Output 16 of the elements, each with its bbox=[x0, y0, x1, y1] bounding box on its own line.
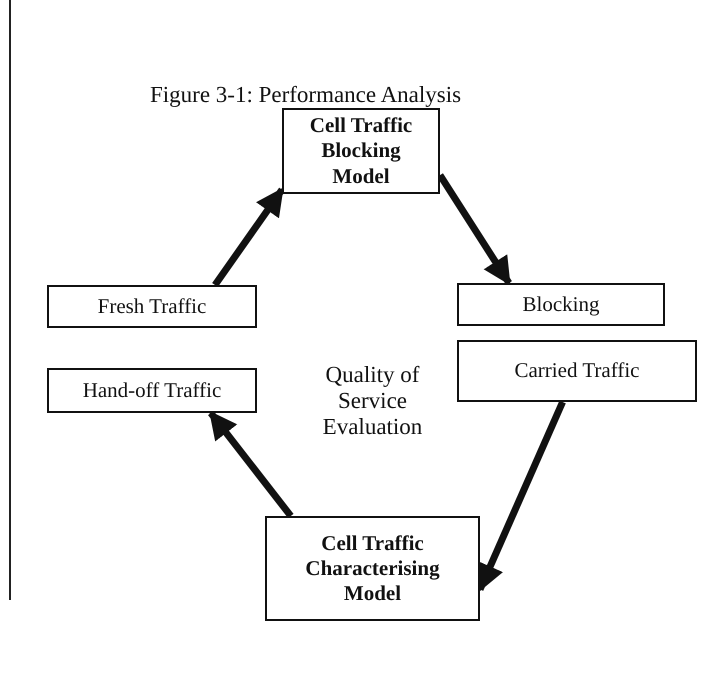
process-box bbox=[265, 516, 480, 621]
process-box bbox=[47, 285, 257, 328]
figure-title: Figure 3-1: Performance Analysis bbox=[150, 82, 462, 108]
arrow bbox=[208, 410, 294, 518]
process-box bbox=[282, 108, 440, 194]
box-text: Carried Traffic bbox=[513, 358, 640, 384]
center-label: Quality of Service Evaluation bbox=[322, 362, 424, 440]
box-text: Cell Traffic Characterising Model bbox=[304, 530, 441, 606]
process-box bbox=[47, 368, 257, 413]
arrow bbox=[212, 187, 285, 288]
box-text: Cell Traffic Blocking Model bbox=[308, 113, 414, 189]
box-text: Fresh Traffic bbox=[96, 294, 208, 320]
box-text: Hand-off Traffic bbox=[82, 378, 222, 404]
box-text: Blocking bbox=[522, 292, 600, 318]
process-box bbox=[457, 340, 697, 402]
process-box bbox=[457, 283, 665, 326]
